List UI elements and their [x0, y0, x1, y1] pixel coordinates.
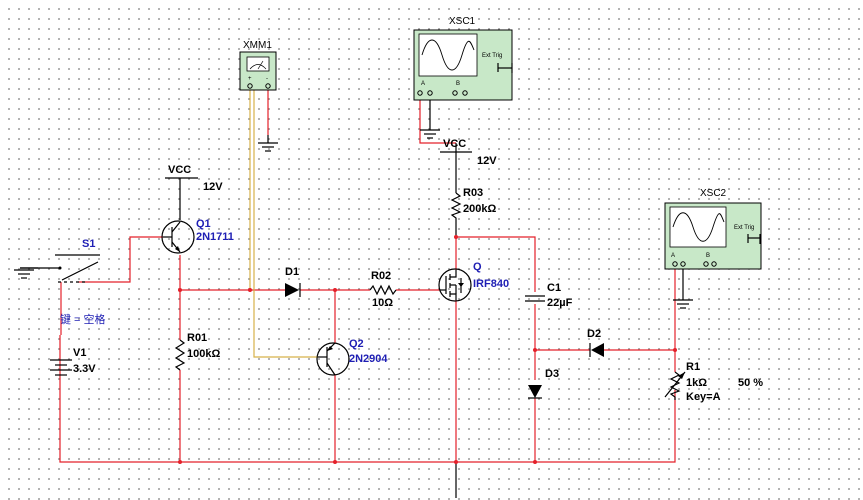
- capacitor-c1[interactable]: C1 22µF: [525, 282, 573, 309]
- meter-probe-wire: [249, 90, 318, 358]
- q2-model: 2N2904: [349, 353, 388, 365]
- switch-s1[interactable]: S1 键 = 空格: [20, 238, 106, 326]
- c1-label: C1: [547, 282, 561, 294]
- xsc2-port-b: B: [706, 253, 710, 259]
- c1-value: 22µF: [547, 297, 573, 309]
- resistor-r03[interactable]: R03 200kΩ: [450, 187, 496, 237]
- xsc1-title: XSC1: [449, 16, 476, 27]
- q2-label: Q2: [349, 338, 364, 350]
- oscilloscope-xsc1[interactable]: XSC1 Ext Trig A B: [413, 16, 513, 101]
- vcc2-label: VCC: [443, 138, 466, 150]
- xmm1-plus: +: [248, 76, 252, 82]
- r1-percent: 50 %: [738, 377, 763, 389]
- mosfet-q[interactable]: Q IRF840: [438, 261, 509, 302]
- r02-value: 10Ω: [372, 297, 393, 309]
- d3-label: D3: [545, 368, 559, 380]
- s1-key-label: 键 = 空格: [60, 312, 106, 326]
- q-label: Q: [473, 261, 482, 273]
- q1-model: 2N1711: [196, 231, 234, 243]
- r03-label: R03: [463, 187, 483, 199]
- r1-value: 1kΩ: [686, 377, 707, 389]
- xsc2-ext-trig: Ext Trig: [734, 225, 754, 231]
- d2-label: D2: [587, 328, 601, 340]
- xsc2-title: XSC2: [700, 188, 727, 199]
- d1-label: D1: [285, 266, 299, 278]
- diode-d2[interactable]: D2: [587, 328, 604, 357]
- diode-d1[interactable]: D1: [285, 266, 301, 297]
- xmm1-title: XMM1: [243, 40, 272, 51]
- resistor-r02[interactable]: R02 10Ω: [369, 270, 397, 309]
- vcc1-label: VCC: [168, 164, 191, 176]
- r1-key: Key=A: [686, 391, 721, 403]
- transistor-q1[interactable]: Q1 2N1711: [161, 218, 234, 254]
- q1-label: Q1: [196, 218, 211, 230]
- transistor-q2[interactable]: Q2 2N2904: [316, 338, 388, 376]
- xsc2-port-a: A: [671, 253, 675, 259]
- r1-label: R1: [686, 361, 700, 373]
- r01-value: 100kΩ: [187, 348, 220, 360]
- q-model: IRF840: [473, 278, 509, 290]
- xmm1-minus: -: [266, 76, 268, 82]
- multimeter-xmm1[interactable]: XMM1 + -: [239, 40, 277, 91]
- vcc1-voltage: 12V: [203, 181, 223, 193]
- r01-label: R01: [187, 332, 207, 344]
- vcc2-voltage: 12V: [477, 155, 497, 167]
- s1-label: S1: [82, 238, 95, 250]
- junction-dots: [178, 235, 677, 464]
- vcc-supply-2[interactable]: VCC 12V: [440, 138, 497, 193]
- xsc1-port-a: A: [421, 81, 425, 87]
- xsc1-ext-trig: Ext Trig: [482, 53, 502, 59]
- wires: [59, 90, 676, 463]
- oscilloscope-xsc2[interactable]: XSC2 Ext Trig A B: [664, 188, 762, 270]
- potentiometer-r1[interactable]: R1 1kΩ 50 % Key=A: [664, 361, 763, 403]
- r02-label: R02: [371, 270, 391, 282]
- xsc1-port-b: B: [456, 81, 460, 87]
- diode-d3[interactable]: D3: [528, 368, 559, 399]
- v1-value: 3.3V: [73, 363, 96, 375]
- ground-symbols: [14, 98, 693, 498]
- v1-label: V1: [73, 347, 86, 359]
- vcc-supply-1[interactable]: VCC 12V: [165, 164, 223, 220]
- battery-v1[interactable]: V1 3.3V: [50, 347, 96, 376]
- resistor-r01[interactable]: R01 100kΩ: [174, 332, 220, 371]
- r03-value: 200kΩ: [463, 203, 496, 215]
